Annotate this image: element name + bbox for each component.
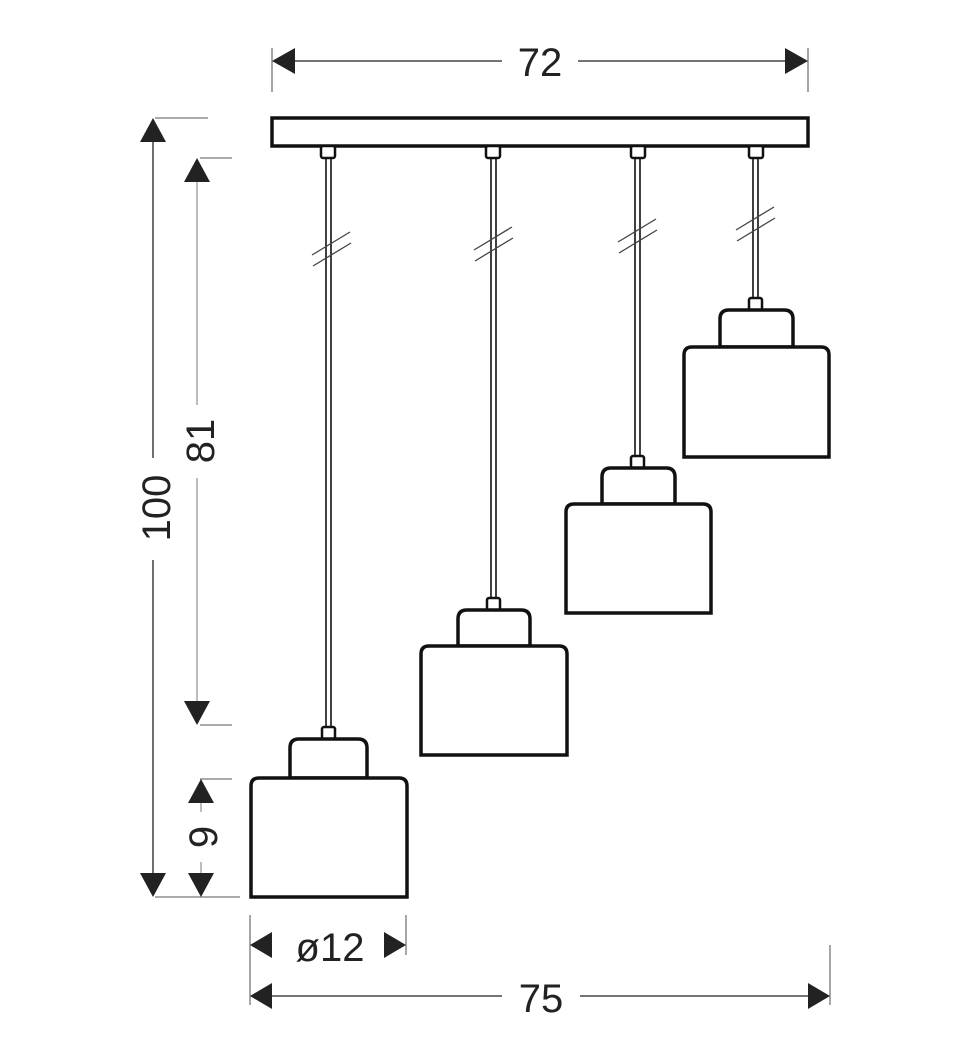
dimension-label-diameter: ø12 (296, 926, 365, 970)
arrow-up-icon (140, 118, 166, 142)
dimension-shade-height: 9 (182, 778, 232, 897)
dimension-shade-diameter: ø12 (249, 915, 407, 1005)
arrow-down-icon (188, 873, 214, 897)
arrow-left-icon (272, 48, 295, 74)
cord-mount (629, 144, 647, 160)
break-mark-icon (312, 242, 352, 267)
cord-grip (747, 296, 764, 312)
dimension-label-100: 100 (135, 475, 179, 542)
lamp-holder (718, 308, 795, 349)
lamp-holder (456, 608, 532, 648)
ceiling-canopy (270, 116, 810, 148)
cord-grip (320, 725, 337, 741)
lamp-shade (682, 345, 831, 459)
dimension-cord-length: 81 (179, 157, 232, 726)
arrow-up-icon (188, 779, 214, 803)
break-mark-icon (617, 218, 657, 243)
lamp-shade (249, 776, 409, 899)
arrow-down-icon (140, 873, 166, 897)
pendant-2 (419, 144, 569, 757)
arrow-left-icon (250, 983, 272, 1009)
dimension-label-81: 81 (179, 419, 223, 464)
break-mark-icon (473, 226, 513, 251)
dimension-label-75: 75 (519, 977, 564, 1021)
cord-grip (485, 596, 502, 612)
dimension-label-9: 9 (182, 826, 226, 848)
break-mark-icon (735, 206, 775, 231)
dimension-canopy-width: 72 (271, 41, 809, 92)
pendant-3 (564, 144, 713, 615)
break-mark-icon (311, 231, 351, 256)
pendant-1 (249, 144, 409, 899)
arrow-up-icon (184, 158, 210, 182)
lamp-holder (288, 737, 369, 780)
arrow-left-icon (250, 932, 272, 958)
arrow-right-icon (808, 983, 830, 1009)
lamp-shade (564, 502, 713, 615)
lamp-holder (600, 466, 677, 506)
dimension-overall-width: 75 (250, 945, 831, 1021)
cord-mount (319, 144, 337, 160)
arrow-down-icon (184, 701, 210, 725)
break-mark-icon (618, 229, 658, 254)
cord-mount (747, 144, 765, 160)
dimension-label-72: 72 (518, 41, 563, 85)
dimension-total-height: 100 (135, 117, 240, 898)
arrow-right-icon (785, 48, 808, 74)
arrow-right-icon (384, 932, 406, 958)
cord-mount (484, 144, 502, 160)
break-mark-icon (474, 237, 514, 262)
break-mark-icon (736, 217, 776, 242)
pendant-4 (682, 144, 831, 459)
cord-grip (629, 454, 646, 470)
lamp-shade (419, 644, 569, 757)
